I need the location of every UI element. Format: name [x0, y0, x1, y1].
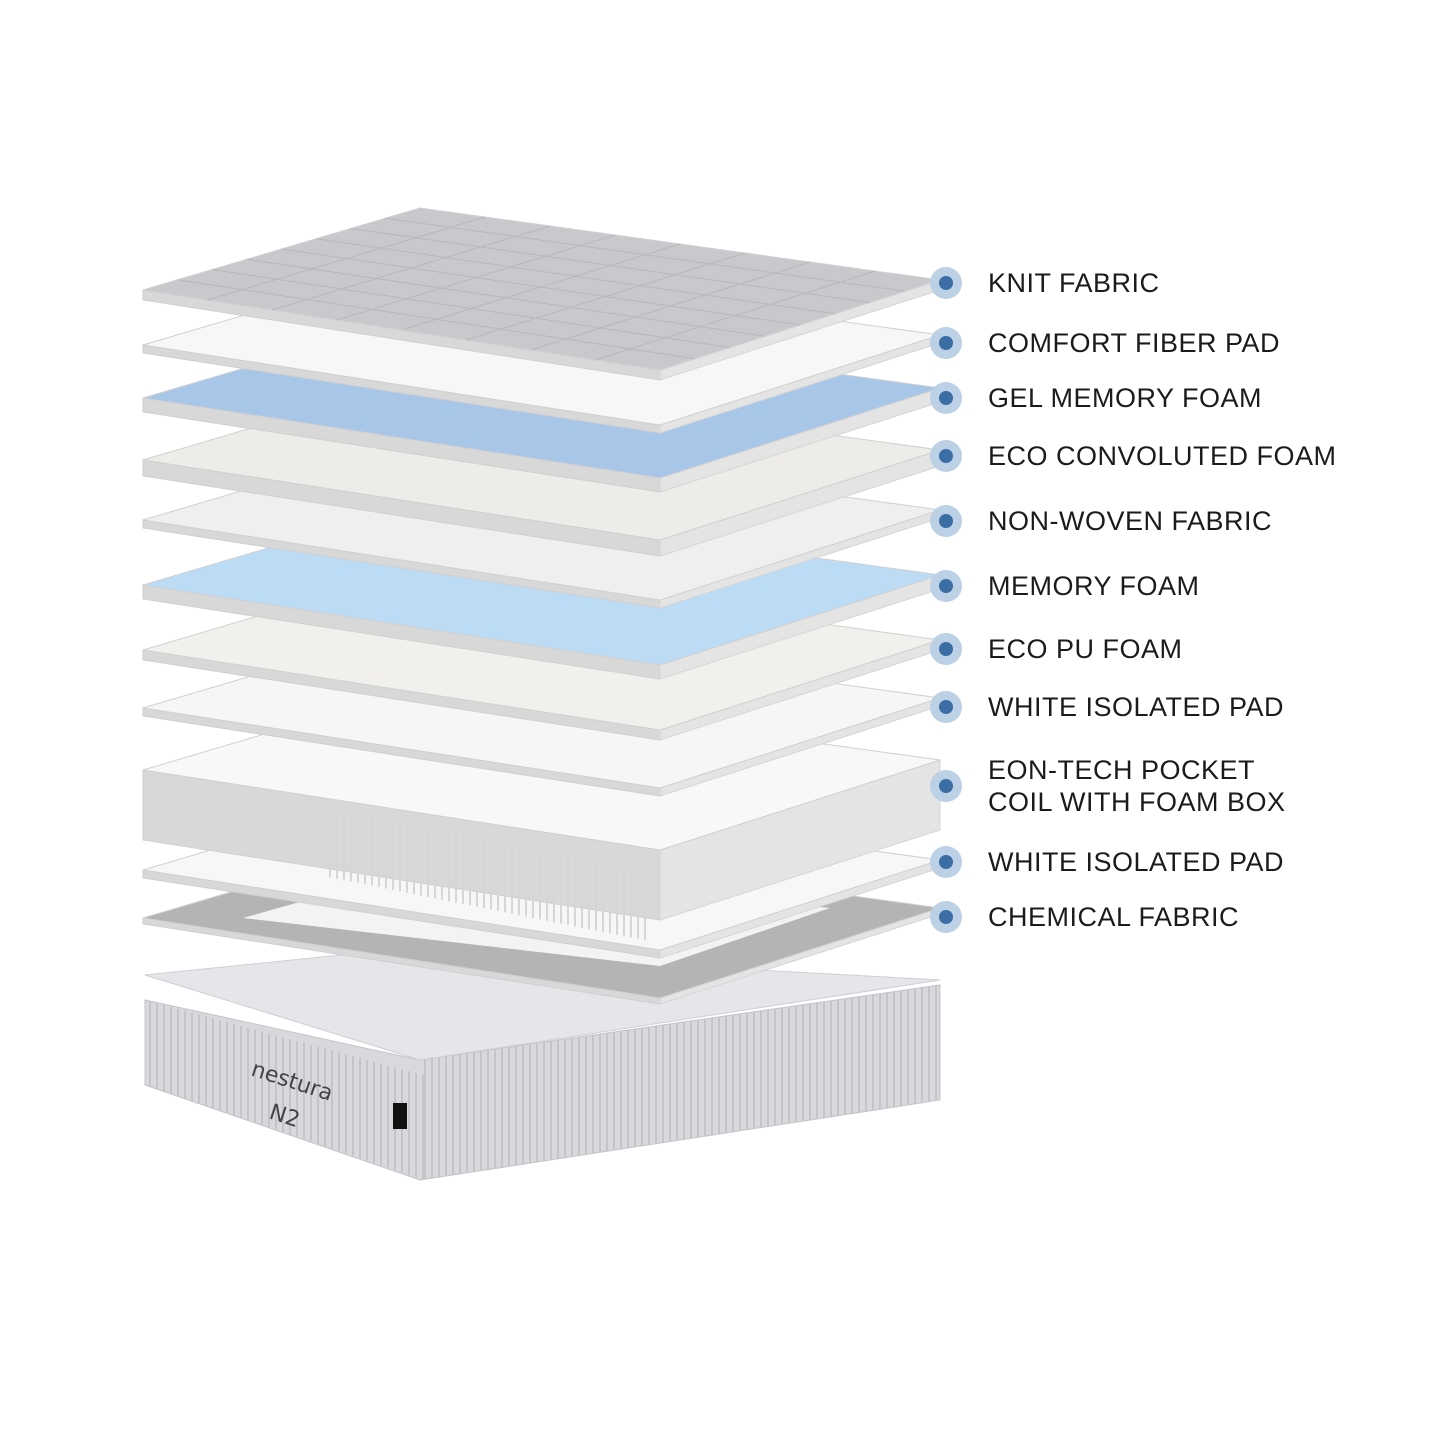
- bullet-dot-icon: [930, 770, 962, 802]
- bullet-dot-icon: [930, 633, 962, 665]
- bullet-dot-icon: [930, 267, 962, 299]
- layer-label: CHEMICAL FABRIC: [988, 902, 1240, 932]
- bullet-dot-icon: [930, 846, 962, 878]
- bullet-dot-icon: [930, 327, 962, 359]
- layer-label: MEMORY FOAM: [988, 571, 1200, 601]
- brand-tag: [393, 1103, 407, 1129]
- layer-label: ECO PU FOAM: [988, 634, 1183, 664]
- layer-label: COMFORT FIBER PAD: [988, 328, 1281, 358]
- layer-label: KNIT FABRIC: [988, 268, 1160, 298]
- bullet-dot-icon: [930, 570, 962, 602]
- bullet-dot-icon: [930, 382, 962, 414]
- layer-label: WHITE ISOLATED PAD: [988, 847, 1285, 877]
- layer-label: NON-WOVEN FABRIC: [988, 506, 1273, 536]
- layer-label: WHITE ISOLATED PAD: [988, 692, 1285, 722]
- layer-label: ECO CONVOLUTED FOAM: [988, 441, 1337, 471]
- layer-1: [142, 207, 947, 381]
- layer-label: EON-TECH POCKET COIL WITH FOAM BOX: [988, 755, 1286, 817]
- bullet-dot-icon: [930, 505, 962, 537]
- bullet-dot-icon: [930, 691, 962, 723]
- bullet-dot-icon: [930, 440, 962, 472]
- layer-label: GEL MEMORY FOAM: [988, 383, 1263, 413]
- bullet-dot-icon: [930, 901, 962, 933]
